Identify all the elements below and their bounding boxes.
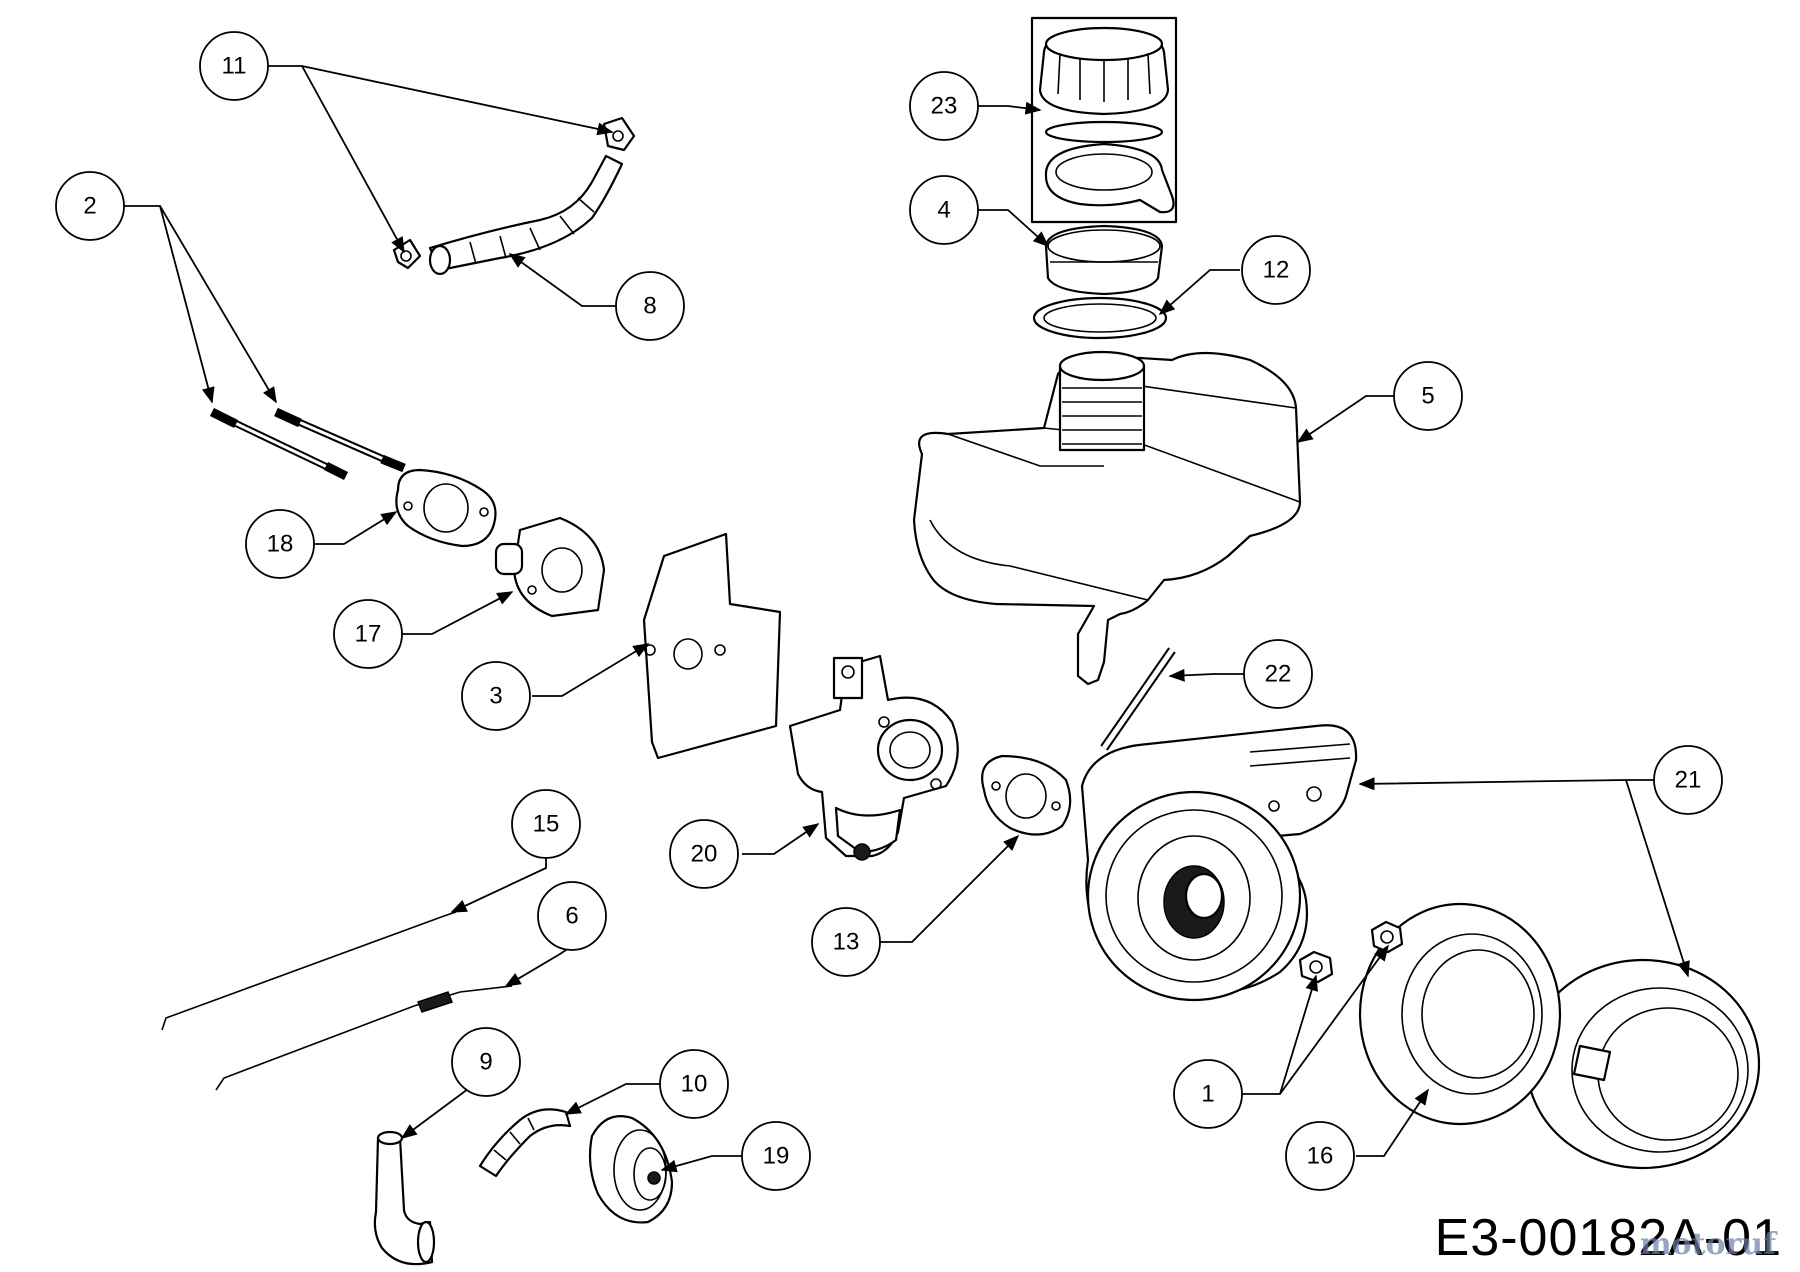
callout-12: 12 bbox=[1241, 235, 1311, 305]
callout-10-label: 10 bbox=[681, 1071, 708, 1098]
callout-20: 20 bbox=[669, 819, 739, 889]
part-fuel-line-8 bbox=[428, 154, 624, 276]
part-filler-cap-23 bbox=[1030, 16, 1178, 224]
callout-11: 11 bbox=[199, 31, 269, 101]
part-seal-washer-12 bbox=[1032, 296, 1168, 340]
callout-23-label: 23 bbox=[931, 93, 958, 120]
part-breather-hose-10 bbox=[478, 1108, 572, 1178]
callout-9-label: 9 bbox=[479, 1049, 492, 1076]
callout-12-label: 12 bbox=[1263, 257, 1290, 284]
callout-21: 21 bbox=[1653, 745, 1723, 815]
callout-15: 15 bbox=[511, 789, 581, 859]
callout-3: 3 bbox=[461, 661, 531, 731]
callout-19: 19 bbox=[741, 1121, 811, 1191]
callout-22: 22 bbox=[1243, 639, 1313, 709]
part-intake-spacer-17 bbox=[494, 516, 606, 618]
callout-17-label: 17 bbox=[355, 621, 382, 648]
callout-19-label: 19 bbox=[763, 1143, 790, 1170]
callout-11-label: 11 bbox=[222, 53, 247, 80]
part-fuel-tank-5 bbox=[912, 350, 1302, 686]
callout-16-label: 16 bbox=[1307, 1143, 1334, 1170]
callout-3-label: 3 bbox=[489, 683, 502, 710]
callout-2: 2 bbox=[55, 171, 125, 241]
callout-10: 10 bbox=[659, 1049, 729, 1119]
part-filler-neck-4 bbox=[1044, 224, 1164, 296]
part-elbow-9 bbox=[373, 1130, 436, 1266]
callout-17: 17 bbox=[333, 599, 403, 669]
diagram-code: E3-00182A-01 bbox=[1434, 1209, 1782, 1267]
part-studs bbox=[209, 407, 406, 481]
part-heat-shield-3 bbox=[642, 532, 782, 760]
part-air-filter-cover-21 bbox=[1525, 958, 1761, 1170]
part-carb-gasket-13 bbox=[981, 754, 1072, 836]
callout-5-label: 5 bbox=[1421, 383, 1434, 410]
callout-1-label: 1 bbox=[1201, 1081, 1214, 1108]
callout-2-label: 2 bbox=[83, 193, 96, 220]
callout-15-label: 15 bbox=[533, 811, 560, 838]
callout-20-label: 20 bbox=[691, 841, 718, 868]
callout-18-label: 18 bbox=[267, 531, 294, 558]
callout-13: 13 bbox=[811, 907, 881, 977]
part-choke-link-6 bbox=[215, 985, 513, 1091]
callout-23: 23 bbox=[909, 71, 979, 141]
callout-16: 16 bbox=[1285, 1121, 1355, 1191]
part-air-filter-element-16 bbox=[1358, 902, 1562, 1126]
part-carburetor-20 bbox=[788, 654, 959, 861]
part-valve-19 bbox=[588, 1115, 674, 1224]
callout-4: 4 bbox=[909, 175, 979, 245]
part-air-filter-housing-21 bbox=[1080, 724, 1358, 1002]
watermark-logo: motoruf bbox=[1639, 1227, 1776, 1262]
callout-4-label: 4 bbox=[937, 197, 950, 224]
callout-6: 6 bbox=[537, 881, 607, 951]
callout-21-label: 21 bbox=[1675, 767, 1702, 794]
callout-8: 8 bbox=[615, 271, 685, 341]
callout-22-label: 22 bbox=[1265, 661, 1292, 688]
part-governor-link-15 bbox=[161, 911, 457, 1031]
callout-1: 1 bbox=[1173, 1059, 1243, 1129]
callout-8-label: 8 bbox=[643, 293, 656, 320]
callout-5: 5 bbox=[1393, 361, 1463, 431]
callout-13-label: 13 bbox=[833, 929, 860, 956]
part-gasket-18 bbox=[395, 468, 497, 548]
part-fuel-screen-22 bbox=[1100, 647, 1176, 751]
callout-6-label: 6 bbox=[565, 903, 578, 930]
callout-18: 18 bbox=[245, 509, 315, 579]
callout-9: 9 bbox=[451, 1027, 521, 1097]
